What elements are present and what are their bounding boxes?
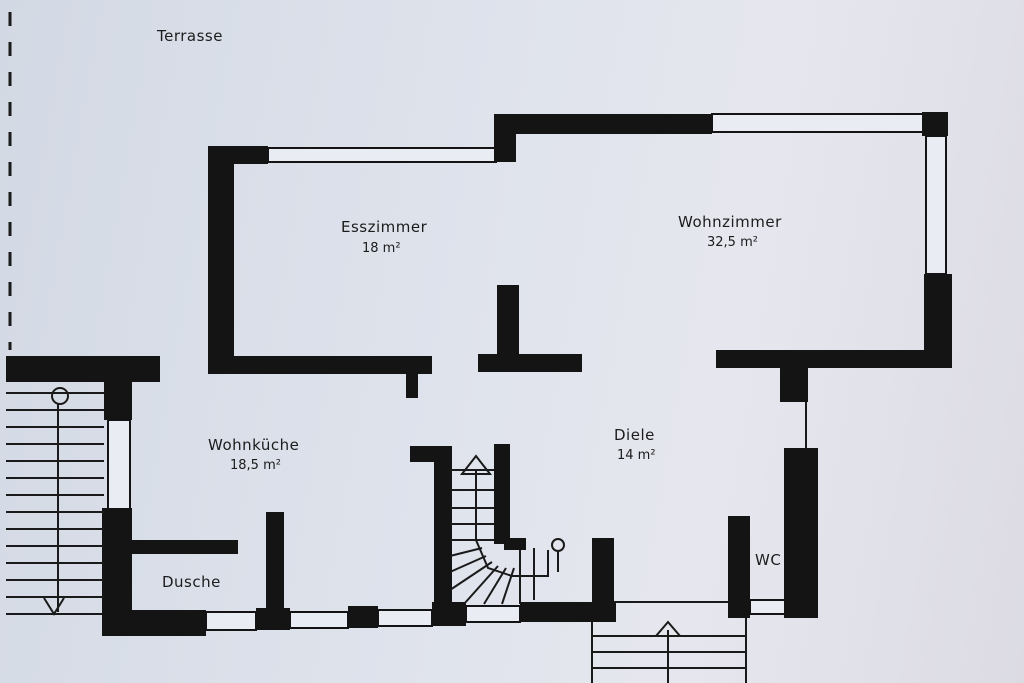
room-label-terrasse: Terrasse [157, 27, 223, 45]
wall-wohnzimmer-top [494, 114, 712, 134]
wall-esszimmer-topleft [208, 146, 268, 164]
wall-dusche-right [266, 512, 284, 612]
window-esszimmer [267, 147, 497, 163]
room-label-diele: Diele [614, 426, 655, 444]
window-bottom-4 [465, 605, 521, 623]
wall-bottom-segment-1 [102, 610, 206, 636]
room-area-diele: 14 m² [617, 448, 656, 463]
wall-wohnzimmer-corner [922, 112, 948, 136]
wall-esszimmer-bottom [208, 356, 432, 374]
wall-column-right [780, 364, 808, 402]
window-wohnzimmer-right [925, 135, 947, 275]
room-area-esszimmer: 18 m² [362, 241, 401, 256]
interior-staircase [410, 444, 565, 606]
wall-entry-left [592, 538, 614, 622]
room-label-esszimmer: Esszimmer [341, 218, 428, 236]
window-wc [749, 599, 787, 615]
wall-left-column [104, 380, 132, 420]
room-label-wc: WC [755, 551, 782, 569]
wall-bottom-segment-3 [348, 606, 378, 628]
wall-divider-vertical [497, 285, 519, 357]
wall-divider-horizontal [478, 354, 582, 372]
wall-top-left [6, 356, 160, 382]
wall-wc-right [784, 448, 818, 618]
wall-dusche-top [130, 540, 238, 554]
room-label-wohnkueche: Wohnküche [208, 436, 300, 454]
wall-wohnzimmer-bottom [716, 350, 952, 368]
wall-esszimmer-left [208, 146, 234, 374]
wall-wc-left [728, 516, 750, 618]
room-label-dusche: Dusche [162, 573, 221, 591]
wall-stub-esszimmer [406, 372, 418, 398]
room-area-wohnkueche: 18,5 m² [230, 458, 281, 473]
room-label-wohnzimmer: Wohnzimmer [678, 213, 782, 231]
window-bottom-1 [205, 611, 257, 631]
window-wohnkueche-left [107, 419, 131, 511]
entry-stair [591, 618, 747, 683]
room-area-wohnzimmer: 32,5 m² [707, 235, 758, 250]
window-bottom-2 [289, 611, 349, 629]
window-wohnzimmer-top [711, 113, 925, 133]
wall-bottom-segment-2 [256, 608, 290, 630]
exterior-stair-left [6, 387, 104, 616]
window-bottom-3 [377, 609, 433, 627]
